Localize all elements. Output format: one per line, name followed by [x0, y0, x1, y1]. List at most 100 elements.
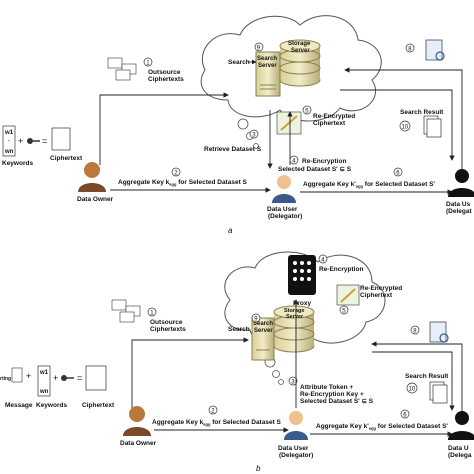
key-doc-icon-a — [107, 57, 137, 81]
re-encrypted-label-2-b: Ciphertext — [360, 292, 393, 299]
re-encryption-sub-a: Selected Dataset S' ⊆ S — [278, 166, 352, 173]
data-owner-avatar-a — [78, 162, 106, 192]
data-user-avatar-b — [284, 411, 308, 440]
step-1-a: 1 — [146, 61, 150, 67]
data-user-right-label-2-a: (Delegat — [446, 208, 472, 215]
data-user-label-1-a: Data User — [267, 206, 298, 213]
step-2-b: 2 — [211, 409, 215, 415]
data-user-right-label-1-a: Data Us — [446, 201, 471, 208]
keyword-list-icon-b — [37, 365, 51, 397]
search-server-label-2: Server — [258, 63, 277, 69]
search-server-label-1-b: Search — [253, 321, 273, 327]
search-label-a: Search — [228, 59, 250, 66]
retrieve-label-a: Retrieve Dataset S — [204, 146, 262, 153]
caption-a: a — [228, 226, 233, 235]
step-8-b: 8 — [413, 329, 417, 335]
re-encrypted-label-1-b: Re-Encrypted — [360, 285, 402, 292]
step-1-b: 1 — [150, 311, 154, 317]
data-user-right-label-1-b: Data U — [448, 445, 469, 452]
attr-token-label-2: Re-Encryption Key + — [300, 391, 364, 398]
message-label: Message — [5, 402, 33, 409]
aggregate-key-label-a: Aggregate Key kagg for Selected Dataset … — [118, 179, 248, 187]
caption-b: b — [256, 464, 261, 473]
data-owner-label-b: Data Owner — [120, 440, 157, 447]
search-label-b: Search — [228, 326, 250, 333]
outsource-label-2-a: Ciphertexts — [148, 76, 184, 83]
search-doc-icon-a — [425, 39, 443, 61]
svg-text:=: = — [77, 373, 82, 383]
w1-a: w1 — [4, 130, 14, 136]
outsource-label-1-b: Outsource — [150, 319, 183, 326]
proxy-icon — [288, 255, 316, 295]
data-owner-avatar-b — [123, 406, 151, 436]
ciphertext-label-b: Ciphertext — [82, 402, 115, 409]
svg-text:+: + — [53, 373, 58, 383]
search-server-label-1: Search — [257, 56, 277, 62]
aggregate-key2-label-a: Aggregate Key k'agg for Selected Dataset… — [303, 181, 435, 189]
storage-server-label-1-b: Storage — [284, 308, 304, 314]
storage-server-label-2: Server — [291, 48, 310, 54]
step-5-b: 5 — [342, 309, 346, 315]
storage-server-label-2-b: Server — [286, 314, 304, 320]
search-result-label-a: Search Result — [400, 109, 444, 116]
svg-text:.: . — [8, 137, 10, 143]
search-server-icon-b — [251, 317, 275, 361]
step-4-a: 4 — [292, 159, 296, 165]
step-8-a: 8 — [408, 47, 412, 53]
step-6-b: 6 — [403, 413, 407, 419]
outsource-label-2-b: Ciphertexts — [150, 326, 186, 333]
step-9-b: 9 — [254, 317, 258, 323]
step-3-a: 3 — [252, 133, 256, 139]
ciphertext-doc-icon-b — [85, 365, 107, 391]
storage-server-icon — [279, 39, 321, 87]
ciphertext-label-a: Ciphertext — [50, 155, 83, 162]
step-9-a: 9 — [257, 46, 261, 52]
data-user-right-avatar-b — [448, 411, 474, 440]
step-5-a: 5 — [305, 109, 309, 115]
aggregate-key-label-b: Aggregate Key kagg for Selected Dataset … — [152, 419, 282, 427]
key-icon-a — [27, 138, 40, 144]
attr-token-label-1: Attribute Token + — [300, 384, 353, 391]
search-result-label-b: Search Result — [405, 373, 449, 380]
search-server-icon — [255, 51, 281, 97]
storage-server-label-1: Storage — [288, 41, 311, 47]
step-2-a: 2 — [174, 171, 178, 177]
data-user-right-label-2-b: (Delega — [448, 452, 472, 459]
message-doc-icon — [11, 367, 23, 383]
step-10-b: 10 — [409, 387, 416, 393]
outsource-label-1-a: Outsource — [148, 69, 181, 76]
svg-text:+: + — [26, 371, 31, 381]
svg-text:+: + — [18, 136, 23, 146]
step-6-a: 6 — [396, 171, 400, 177]
wn-b: wn — [39, 389, 49, 395]
data-user-label-2-b: (Delegator) — [279, 452, 313, 459]
proxy-label: Proxy — [293, 300, 311, 307]
data-user-label-1-b: Data User — [278, 445, 309, 452]
keywords-label-b: Keywords — [36, 402, 67, 409]
keyword-list-icon-a — [2, 125, 16, 157]
re-encryption-label-a: Re-Encryption — [302, 158, 346, 165]
data-user-label-2-a: (Delegator) — [268, 213, 302, 220]
panel-a: Storage Server Search Server 9 Search 1 … — [2, 15, 474, 235]
search-doc-icon-b — [429, 321, 447, 343]
wn-a: wn — [4, 149, 14, 155]
keywords-label-a: Keywords — [2, 160, 33, 167]
panel-b: 4 Re-Encryption Proxy Re-Encrypted Ciphe… — [0, 251, 474, 473]
search-server-label-2-b: Server — [254, 328, 273, 334]
step-10-a: 10 — [402, 125, 409, 131]
aggregate-key2-label-b: Aggregate Key k'agg for Selected Dataset… — [316, 423, 448, 431]
w1-b: w1 — [39, 370, 49, 376]
key-icon-b — [61, 375, 74, 381]
attr-token-label-3: Selected Dataset S' ⊆ S — [300, 398, 374, 405]
data-user-avatar-a — [272, 175, 296, 203]
data-user-right-avatar-a — [448, 169, 474, 197]
re-encrypted-label-2-a: Ciphertext — [313, 120, 346, 127]
step-4-b: 4 — [321, 258, 325, 264]
svg-text:=: = — [42, 136, 47, 146]
message-partial-label: rting — [0, 376, 11, 382]
ciphertext-doc-icon-a — [51, 127, 71, 151]
re-encrypted-label-1-a: Re-Encrypted — [313, 113, 355, 120]
step-3-b: 3 — [291, 380, 295, 386]
re-encryption-label-b: Re-Encryption — [319, 266, 363, 273]
